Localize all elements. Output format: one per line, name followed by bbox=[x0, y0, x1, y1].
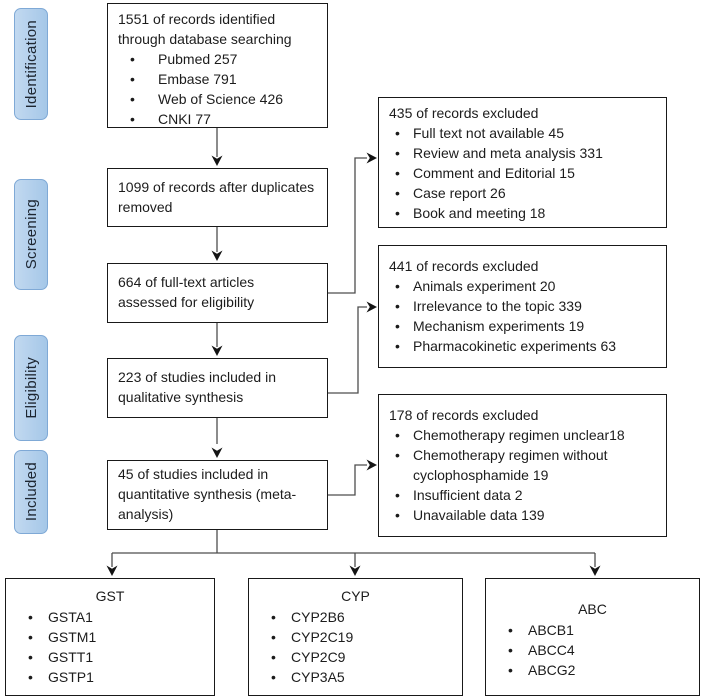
list-item: Mechanism experiments 19 bbox=[389, 316, 656, 336]
excluded-eligibility-title: 441 of records excluded bbox=[389, 258, 539, 274]
list-item: Review and meta analysis 331 bbox=[389, 143, 656, 163]
stage-eligibility-label: Eligibility bbox=[22, 357, 40, 419]
box-records-identified: 1551 of records identified through datab… bbox=[107, 3, 328, 129]
box-quantitative-synthesis: 45 of studies included in quantitative s… bbox=[107, 460, 328, 530]
list-item: Embase 791 bbox=[118, 69, 317, 89]
list-item: Pharmacokinetic experiments 63 bbox=[389, 336, 656, 356]
list-item: CYP2B6 bbox=[259, 607, 452, 627]
list-item: GSTT1 bbox=[16, 647, 204, 667]
arrow-down-icon bbox=[106, 565, 118, 576]
duplicates-removed-text: 1099 of records after duplicates removed bbox=[118, 179, 315, 216]
list-item: Irrelevance to the topic 339 bbox=[389, 296, 656, 316]
box-fulltext-assessed: 664 of full-text articles assessed for e… bbox=[107, 263, 328, 323]
stage-included-label: Included bbox=[22, 462, 40, 522]
gst-title: GST bbox=[95, 588, 125, 604]
arrow-down-icon bbox=[211, 447, 223, 458]
list-item: CYP2C19 bbox=[259, 627, 452, 647]
arrow-down-icon bbox=[211, 345, 223, 356]
box-cyp-genes: CYP CYP2B6 CYP2C19 CYP2C9 CYP3A5 bbox=[248, 578, 463, 696]
box-duplicates-removed: 1099 of records after duplicates removed bbox=[107, 168, 328, 227]
cyp-title: CYP bbox=[341, 588, 370, 604]
list-item: Animals experiment 20 bbox=[389, 276, 656, 296]
list-item: Case report 26 bbox=[389, 183, 656, 203]
list-item: Comment and Editorial 15 bbox=[389, 163, 656, 183]
list-item: Full text not available 45 bbox=[389, 123, 656, 143]
qualitative-synthesis-text: 223 of studies included in qualitative s… bbox=[118, 369, 276, 406]
list-item: Unavailable data 139 bbox=[389, 505, 656, 525]
box-excluded-eligibility: 441 of records excluded Animals experime… bbox=[378, 245, 667, 368]
arrow-right-icon bbox=[366, 459, 377, 471]
stage-identification-label: Identification bbox=[22, 19, 40, 109]
list-item: CYP2C9 bbox=[259, 647, 452, 667]
stage-screening: Screening bbox=[14, 179, 48, 290]
arrow-right-icon bbox=[366, 152, 377, 164]
stage-included: Included bbox=[14, 450, 48, 534]
list-item: GSTA1 bbox=[16, 607, 204, 627]
box-excluded-quantitative: 178 of records excluded Chemotherapy reg… bbox=[378, 394, 667, 537]
list-item: ABCC4 bbox=[496, 640, 689, 660]
stage-eligibility: Eligibility bbox=[14, 335, 48, 441]
list-item: GSTM1 bbox=[16, 627, 204, 647]
list-item: Book and meeting 18 bbox=[389, 203, 656, 223]
list-item: ABCG2 bbox=[496, 660, 689, 680]
arrow-down-icon bbox=[211, 155, 223, 166]
box-gst-genes: GST GSTA1 GSTM1 GSTT1 GSTP1 bbox=[5, 578, 215, 696]
arrow-down-icon bbox=[589, 565, 601, 576]
list-item: GSTP1 bbox=[16, 667, 204, 687]
list-item: Insufficient data 2 bbox=[389, 485, 656, 505]
abc-title: ABC bbox=[578, 601, 607, 617]
fulltext-assessed-text: 664 of full-text articles assessed for e… bbox=[118, 274, 255, 311]
list-item: Web of Science 426 bbox=[118, 89, 317, 109]
arrow-down-icon bbox=[211, 250, 223, 261]
excluded-quantitative-title: 178 of records excluded bbox=[389, 407, 539, 423]
box-excluded-screening: 435 of records excluded Full text not av… bbox=[378, 97, 667, 228]
quantitative-synthesis-text: 45 of studies included in quantitative s… bbox=[118, 466, 297, 523]
box-abc-genes: ABC ABCB1 ABCC4 ABCG2 bbox=[485, 578, 700, 696]
records-identified-text: 1551 of records identified through datab… bbox=[118, 11, 292, 48]
arrow-down-icon bbox=[349, 565, 361, 576]
stage-identification: Identification bbox=[14, 8, 48, 120]
excluded-screening-title: 435 of records excluded bbox=[389, 105, 539, 121]
list-item: Chemotherapy regimen without cyclophosph… bbox=[389, 445, 656, 485]
list-item: Pubmed 257 bbox=[118, 49, 317, 69]
list-item: CYP3A5 bbox=[259, 667, 452, 687]
list-item: CNKI 77 bbox=[118, 109, 317, 129]
arrow-right-icon bbox=[366, 301, 377, 313]
list-item: Chemotherapy regimen unclear18 bbox=[389, 425, 656, 445]
box-qualitative-synthesis: 223 of studies included in qualitative s… bbox=[107, 358, 328, 418]
stage-screening-label: Screening bbox=[22, 199, 40, 270]
list-item: ABCB1 bbox=[496, 620, 689, 640]
